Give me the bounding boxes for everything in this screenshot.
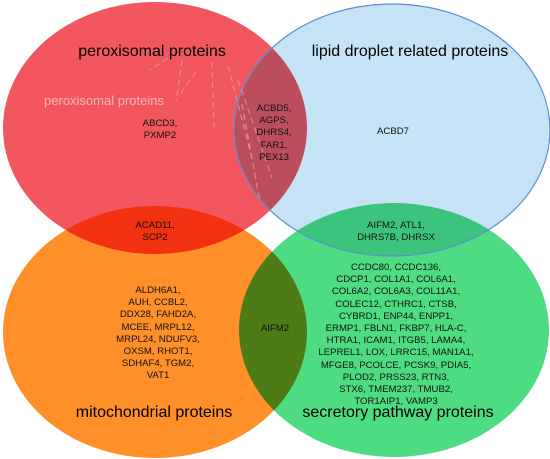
gene-line: ACAD11, <box>135 220 175 231</box>
gene-line: ALDH6A1, <box>135 285 181 296</box>
peroxisomal-ellipse <box>3 2 307 254</box>
gene-line: COLEC12, CTHRC1, CTSB, <box>335 298 457 310</box>
gene-line: ABCD3, <box>142 118 178 129</box>
secretory-pathway-ellipse <box>239 203 549 457</box>
title-lipid-droplet: lipid droplet related proteins <box>311 43 509 60</box>
gene-line: AUH, CCBL2, <box>128 297 188 309</box>
gene-line: COL6A2, COL6A3, COL11A1, <box>331 286 461 298</box>
gene-line: STX6, TMEM237, TMUB2, <box>339 384 453 396</box>
gene-line: DDX28, FAHD2A, <box>119 309 197 321</box>
genes-peroxisomal-lipid: ACBD5,AGPS,DHRS4,FAR1,PEX13 <box>256 103 291 164</box>
gene-line: MCEE, MRPL12, <box>121 321 195 333</box>
gene-line: ACBD7 <box>377 126 409 137</box>
title-peroxisomal: peroxisomal proteins <box>78 43 226 60</box>
gene-line: LEPREL1, LOX, LRRC15, MAN1A1, <box>318 347 474 359</box>
title-secretory: secretory pathway proteins <box>302 404 494 421</box>
gene-line: PXMP2 <box>143 130 177 142</box>
gene-line: PLOD2, PRSS23, RTN3, <box>342 371 450 383</box>
gene-line: VAT1 <box>146 370 170 382</box>
gene-line: PEX13 <box>259 151 289 163</box>
gene-line: MFGE8, PCOLCE, PCSK9, PDIA5, <box>320 359 472 371</box>
gene-line: AGPS, <box>259 115 289 127</box>
genes-peroxisomal-mitochondrial: ACAD11,SCP2 <box>135 220 174 244</box>
gene-line: ACBD5, <box>256 103 292 114</box>
genes-secretory-only: CCDC80, CCDC136,CDCP1, COL1A1, COL6A1,CO… <box>318 262 473 408</box>
genes-lipid-only: ACBD7 <box>377 126 409 138</box>
genes-mitochondrial-secretory: AIFM2 <box>261 323 289 335</box>
title-mitochondrial: mitochondrial proteins <box>75 404 233 421</box>
mitochondrial-ellipse <box>3 206 307 458</box>
gene-line: AIFM2 <box>260 323 290 334</box>
gene-line: CDCP1, COL1A1, COL6A1, <box>336 274 456 286</box>
gene-line: DHRS4, <box>256 127 292 139</box>
gene-line: DHRS7B, DHRSX <box>357 232 435 244</box>
gene-line: CCDC80, CCDC136, <box>350 262 442 273</box>
gene-line: TOR1AIP1, VAMP3 <box>354 396 438 408</box>
peroxisomal-texture-lines <box>149 57 273 203</box>
lipid-droplet-outline <box>233 3 550 257</box>
label-peroxisomal-faded: peroxisomal proteins <box>44 93 164 108</box>
gene-line: ERMP1, FBLN1, FKBP7, HLA-C, <box>325 323 467 335</box>
gene-line: AIFM2, ATL1, <box>367 220 425 231</box>
genes-mitochondrial-only: ALDH6A1,AUH, CCBL2,DDX28, FAHD2A,MCEE, M… <box>116 285 200 383</box>
lipid-droplet-ellipse <box>234 4 550 256</box>
gene-line: FAR1, <box>260 139 288 151</box>
gene-line: MRPL24, NDUFV3, <box>116 333 200 345</box>
genes-peroxisomal-only: ABCD3,PXMP2 <box>143 118 178 142</box>
gene-line: SDHAF4, TGM2, <box>121 358 195 370</box>
gene-line: CYBRD1, ENP44, ENPP1, <box>338 310 454 322</box>
genes-lipid-secretory: AIFM2, ATL1,DHRS7B, DHRSX <box>357 220 435 244</box>
gene-line: HTRA1, ICAM1, ITGB5, LAMA4, <box>326 335 466 347</box>
gene-line: OXSM, RHOT1, <box>123 346 193 358</box>
gene-line: SCP2 <box>142 232 168 244</box>
